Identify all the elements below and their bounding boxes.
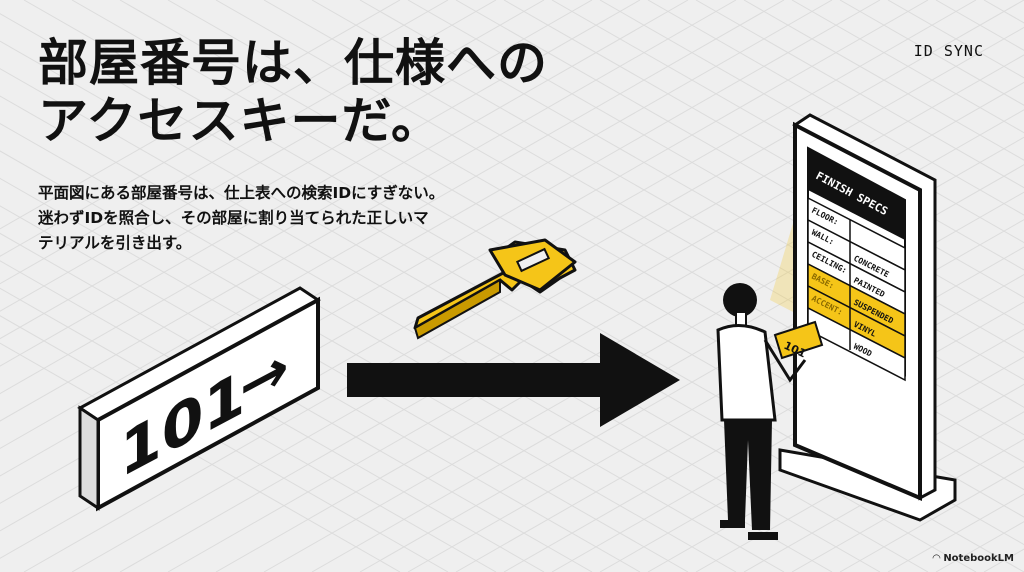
grid-line [71,26,1024,572]
grid-line [551,301,1024,572]
description-line: 平面図にある部屋番号は、仕上表への検索IDにすぎない。 [38,184,445,202]
grid-line [215,109,1024,572]
grid-line [167,81,1024,572]
brand-logo: ◠NotebookLM [933,553,1014,564]
title-line-2: アクセスキーだ。 [38,92,442,150]
grid-line [0,315,449,572]
description-line: 迷わずIDを照合し、その部屋に割り当てられた正しいマ [38,209,429,227]
grid-line [0,287,497,572]
grid-line [791,0,1024,134]
notebooklm-icon: ◠ [932,553,941,564]
grid-line [263,136,1024,572]
grid-line [0,0,641,367]
big-arrow-icon [347,333,680,427]
grid-line [0,0,737,422]
grid-line [0,0,785,450]
room-card: 101 [773,320,824,360]
brand-name: NotebookLM [943,553,1014,564]
grid-line [791,438,1024,572]
grid-line [0,0,593,340]
grid-line [695,0,1024,189]
grid-line [455,246,1024,572]
person: 101 [716,283,824,540]
description: 平面図にある部屋番号は、仕上表への検索IDにすぎない。 迷わずIDを照合し、その… [38,181,444,256]
grid-line [599,0,1024,244]
kiosk: FINISH SPECS FLOOR:WALL:CONCRETECEILING:… [778,113,957,522]
kiosk-row [807,306,906,382]
finish-specs-table: FINISH SPECS FLOOR:WALL:CONCRETECEILING:… [807,146,906,382]
grid-line [551,0,1024,271]
grid-line [0,0,497,285]
grid-line [647,0,1024,216]
grid-line [839,466,1024,572]
title-line-1: 部屋番号は、仕様への [38,34,548,92]
grid-line [23,0,1024,572]
grid-line [0,342,401,572]
key-icon [413,238,577,340]
grid-line [0,0,689,395]
section-tag: ID SYNC [913,42,984,60]
description-line: テリアルを引き出す。 [38,234,192,252]
grid-line [0,0,449,257]
grid-line [0,0,545,312]
page-title: 部屋番号は、仕様へのアクセスキーだ。 [38,34,548,150]
grid-line [839,0,1024,106]
grid-line [0,0,833,477]
room-sign: 101 → [77,286,321,512]
grid-line [743,0,1024,161]
grid-line [0,0,881,504]
grid-line [0,0,401,230]
grid-line [503,273,1024,572]
grid-line [119,54,1024,572]
